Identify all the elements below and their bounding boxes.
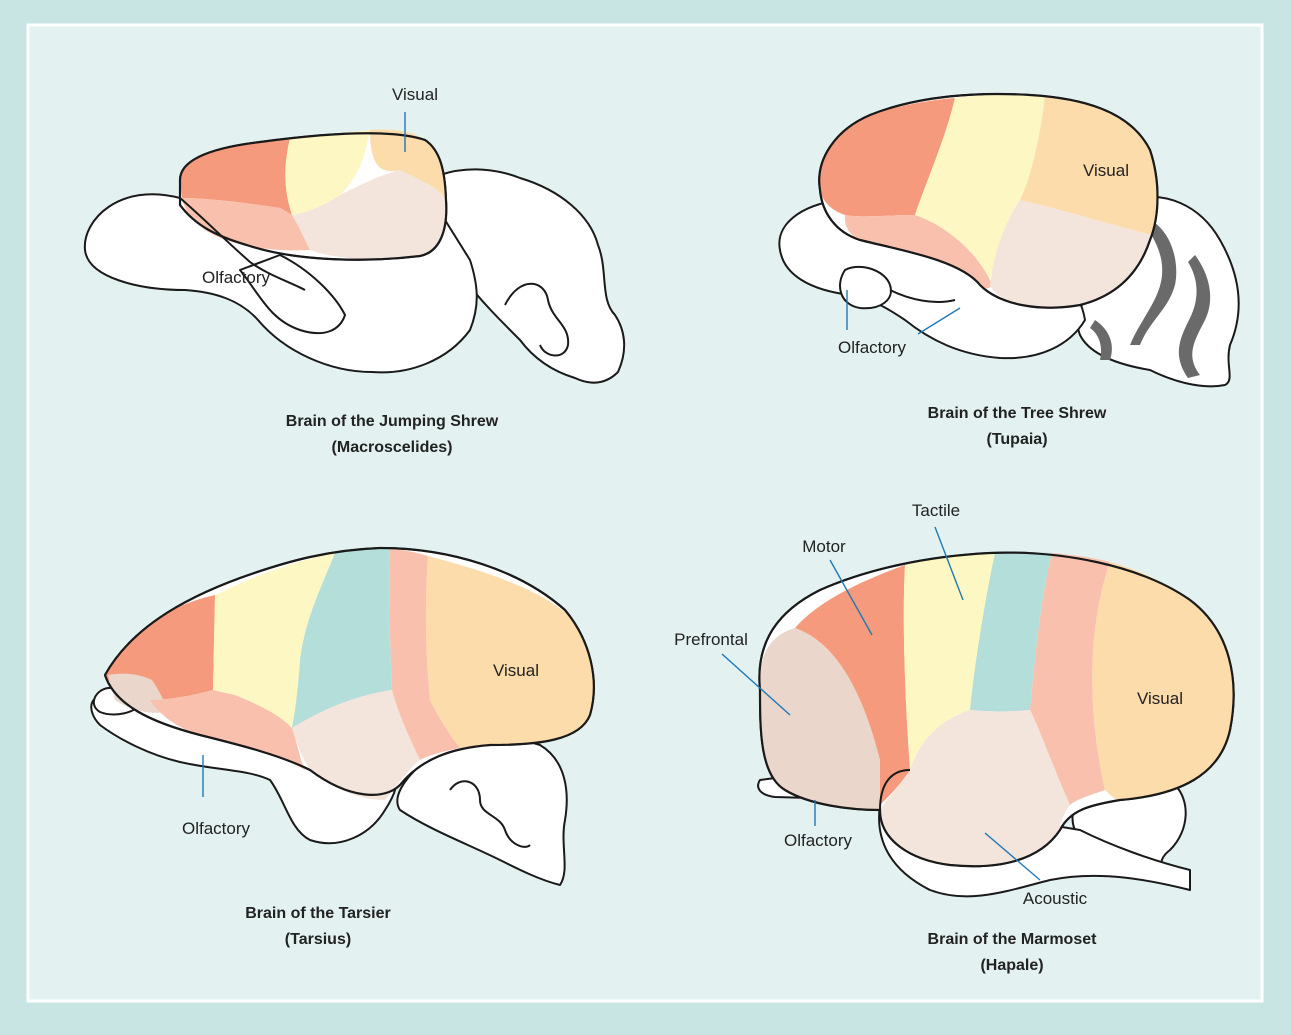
- marmoset-tactile-label: Tactile: [912, 501, 960, 520]
- marmoset-caption-genus: (Hapale): [980, 957, 1043, 974]
- marmoset-prefrontal-label: Prefrontal: [674, 630, 748, 649]
- marmoset-motor-label: Motor: [802, 537, 846, 556]
- jumping-shrew-caption-genus: (Macroscelides): [332, 439, 453, 456]
- tree-shrew-visual-label: Visual: [1083, 161, 1129, 180]
- jumping-shrew-olfactory-label: Olfactory: [202, 268, 271, 287]
- marmoset-caption-name: Brain of the Marmoset: [928, 931, 1098, 948]
- marmoset-olfactory-label: Olfactory: [784, 831, 853, 850]
- tarsier-caption-name: Brain of the Tarsier: [245, 905, 391, 922]
- tarsier-visual-label: Visual: [493, 661, 539, 680]
- marmoset-acoustic-label: Acoustic: [1023, 889, 1088, 908]
- jumping-shrew-visual-label: Visual: [392, 85, 438, 104]
- tarsier-caption-genus: (Tarsius): [285, 931, 351, 948]
- tree-shrew-caption-genus: (Tupaia): [986, 431, 1047, 448]
- tree-shrew-caption-name: Brain of the Tree Shrew: [928, 405, 1107, 422]
- tree-shrew-olfactory-label: Olfactory: [838, 338, 907, 357]
- tarsier-olfactory-label: Olfactory: [182, 819, 251, 838]
- marmoset-visual-label: Visual: [1137, 689, 1183, 708]
- jumping-shrew-caption-name: Brain of the Jumping Shrew: [286, 413, 499, 430]
